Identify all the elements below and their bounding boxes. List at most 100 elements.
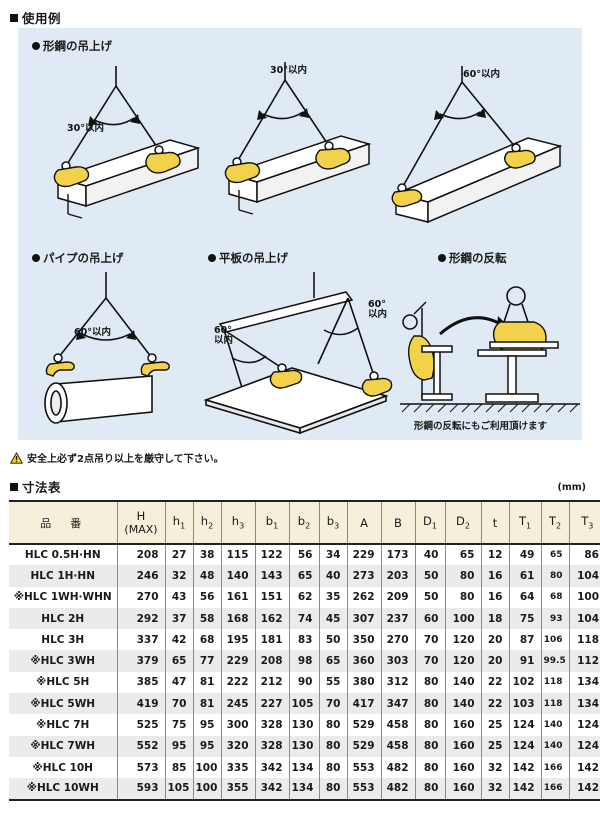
table-cell: 273 [346, 565, 382, 587]
table-cell: 203 [380, 565, 416, 587]
table-cell: 482 [380, 756, 416, 779]
product-name-cell: HLC 1H·HN [9, 565, 118, 587]
table-cell: 553 [346, 756, 382, 779]
table-cell: 124 [508, 735, 542, 757]
table-cell: 74 [288, 607, 320, 630]
table-cell: 40 [318, 565, 348, 587]
angle-label-4: 60°以内 [74, 327, 111, 338]
table-cell: 48 [192, 565, 222, 587]
table-cell: 134 [288, 778, 320, 801]
clamp-icon [45, 353, 75, 377]
table-cell: 195 [220, 629, 256, 651]
table-cell: 25 [480, 735, 510, 757]
table-cell: 134 [568, 671, 600, 694]
table-cell: 208 [116, 544, 166, 566]
table-cell: 118 [568, 629, 600, 651]
product-name-cell: HLC 2H [9, 607, 118, 630]
product-name-cell: ※HLC 5WH [9, 693, 118, 715]
table-cell: 360 [346, 650, 382, 672]
table-cell: 292 [116, 607, 166, 630]
page-title-dimensions: 寸法表 [10, 477, 61, 496]
table-cell: 134 [568, 693, 600, 715]
table-cell: 143 [254, 565, 290, 587]
table-cell: 35 [318, 586, 348, 608]
table-cell: 335 [220, 756, 256, 779]
table-cell: 80 [414, 756, 446, 779]
product-name-cell: ※HLC 10H [9, 756, 118, 779]
table-header-cell-6: b2 [288, 500, 320, 545]
table-cell: 229 [346, 544, 382, 566]
table-cell: 16 [480, 586, 510, 608]
table-cell: 81 [192, 693, 222, 715]
table-header-cell-3: h2 [192, 500, 222, 545]
table-cell: 56 [288, 544, 320, 566]
sub-title-plate-lift-label: 平板の吊上げ [219, 251, 288, 265]
clamp-icon [140, 353, 170, 377]
table-cell: 80 [414, 671, 446, 694]
bullet-dot-icon [208, 254, 216, 262]
table-cell: 80 [444, 565, 482, 587]
table-header-cell-4: h3 [220, 500, 256, 545]
table-cell: 380 [346, 671, 382, 694]
table-header-cell-5: b1 [254, 500, 290, 545]
table-cell: 270 [116, 586, 166, 608]
beam-lift-diagram-1 [53, 66, 201, 219]
table-cell: 70 [318, 693, 348, 715]
table-cell: 115 [220, 544, 256, 566]
table-header-cell-7: b3 [318, 500, 348, 545]
table-cell: 80 [318, 735, 348, 757]
table-cell: 118 [540, 693, 570, 715]
angle-label-3: 60°以内 [463, 69, 500, 80]
table-header-cell-1: H(MAX) [116, 500, 166, 545]
table-cell: 262 [346, 586, 382, 608]
table-cell: 80 [318, 778, 348, 801]
table-cell: 347 [380, 693, 416, 715]
bullet-dot-icon [32, 254, 40, 262]
bullet-square-icon [10, 482, 18, 491]
table-cell: 103 [508, 693, 542, 715]
table-cell: 68 [192, 629, 222, 651]
product-name-cell: ※HLC 1WH·WHN [9, 586, 118, 608]
table-cell: 75 [164, 714, 194, 736]
angle-label-1: 30°以内 [67, 123, 104, 134]
plate-lift-diagram [203, 272, 393, 435]
table-cell: 124 [508, 714, 542, 736]
sub-title-pipe-lift: パイプの吊上げ [32, 250, 124, 266]
pipe-lift-diagram [44, 272, 170, 424]
usage-heading-label: 使用例 [22, 11, 62, 26]
table-cell: 209 [380, 586, 416, 608]
table-cell: 68 [540, 586, 570, 608]
clamp-icon [315, 141, 351, 170]
table-cell: 229 [220, 650, 256, 672]
table-cell: 80 [414, 778, 446, 801]
table-cell: 124 [568, 735, 600, 757]
table-cell: 50 [414, 586, 446, 608]
table-cell: 55 [318, 671, 348, 694]
table-cell: 100 [192, 778, 222, 801]
table-cell: 22 [480, 693, 510, 715]
table-cell: 355 [220, 778, 256, 801]
table-cell: 593 [116, 778, 166, 801]
table-cell: 168 [220, 607, 256, 630]
table-cell: 98 [288, 650, 320, 672]
product-name-cell: ※HLC 3WH [9, 650, 118, 672]
table-cell: 124 [568, 714, 600, 736]
table-cell: 45 [318, 607, 348, 630]
table-cell: 80 [444, 586, 482, 608]
table-cell: 307 [346, 607, 382, 630]
table-cell: 553 [346, 778, 382, 801]
table-cell: 140 [540, 714, 570, 736]
table-header-cell-8: A [346, 500, 382, 545]
turnover-caption: 形鋼の反転にもご利用頂けます [414, 421, 548, 432]
table-cell: 270 [380, 629, 416, 651]
table-cell: 60 [414, 607, 446, 630]
table-cell: 328 [254, 714, 290, 736]
table-cell: 140 [220, 565, 256, 587]
